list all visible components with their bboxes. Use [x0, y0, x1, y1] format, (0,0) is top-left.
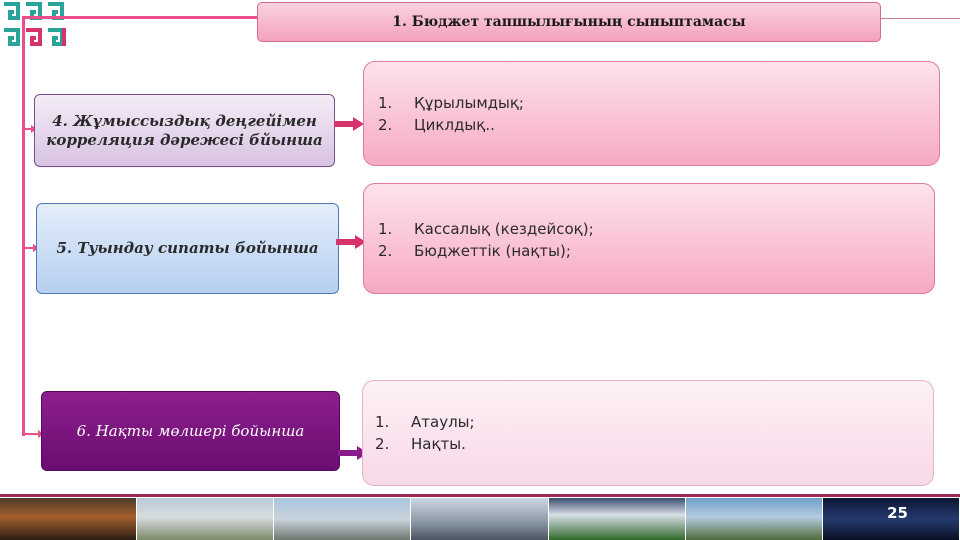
category-label-4: 4. Жұмыссыздық деңгейімен корреляция дәр…	[46, 111, 323, 149]
diagram-title: 1. Бюджет тапшылығының сыныптамасы	[257, 2, 881, 42]
branch-connector-4	[24, 125, 37, 133]
item-list-6: 1. Атаулы; 2. Нақты.	[375, 411, 475, 455]
kazakh-pattern-icon	[0, 0, 72, 52]
night-city-photo	[822, 498, 960, 540]
stadium-photo	[548, 498, 686, 540]
item-number: 2.	[378, 116, 393, 134]
list-item: 1. Құрылымдық;	[378, 92, 524, 114]
title-connector	[22, 16, 258, 19]
category-label-6: 6. Нақты мөлшері бойынша	[76, 421, 305, 440]
footer-rule	[0, 494, 960, 497]
item-text: Циклдық..	[414, 116, 495, 134]
item-number: 1.	[378, 220, 393, 238]
page-number: 25	[887, 504, 908, 522]
item-number: 1.	[378, 94, 393, 112]
branch-connector-6	[24, 430, 44, 438]
right-arrow-icon	[336, 235, 366, 249]
list-item: 1. Кассалық (кездейсоқ);	[378, 218, 594, 240]
factory-photo	[411, 498, 549, 540]
item-list-4: 1. Құрылымдық; 2. Циклдық..	[378, 92, 524, 136]
item-text: Кассалық (кездейсоқ);	[414, 220, 594, 238]
list-item: 1. Атаулы;	[375, 411, 475, 433]
item-number: 2.	[378, 242, 393, 260]
item-text: Құрылымдық;	[414, 94, 524, 112]
category-box-5: 5. Туындау сипаты бойынша	[36, 203, 339, 294]
item-number: 2.	[375, 435, 390, 453]
item-text: Бюджеттік (нақты);	[414, 242, 571, 260]
right-arrow-icon	[334, 117, 364, 131]
category-box-4: 4. Жұмыссыздық деңгейімен корреляция дәр…	[34, 94, 335, 167]
item-number: 1.	[375, 413, 390, 431]
list-item: 2. Циклдық..	[378, 114, 524, 136]
content-box-5: 1. Кассалық (кездейсоқ); 2. Бюджеттік (н…	[363, 183, 935, 294]
item-text: Атаулы;	[411, 413, 475, 431]
highway-photo	[0, 498, 138, 540]
train-photo	[137, 498, 275, 540]
content-box-4: 1. Құрылымдық; 2. Циклдық..	[363, 61, 940, 166]
category-label-5: 5. Туындау сипаты бойынша	[56, 239, 319, 257]
footer-photo-strip	[0, 498, 960, 540]
item-list-5: 1. Кассалық (кездейсоқ); 2. Бюджеттік (н…	[378, 218, 594, 262]
item-text: Нақты.	[411, 435, 466, 453]
content-box-6: 1. Атаулы; 2. Нақты.	[362, 380, 934, 486]
category-box-6: 6. Нақты мөлшері бойынша	[41, 391, 340, 471]
list-item: 2. Бюджеттік (нақты);	[378, 240, 594, 262]
industrial-plant-photo	[274, 498, 412, 540]
branch-connector-5	[24, 244, 39, 252]
road-landscape-photo	[685, 498, 823, 540]
list-item: 2. Нақты.	[375, 433, 475, 455]
main-connector-line	[22, 16, 25, 436]
